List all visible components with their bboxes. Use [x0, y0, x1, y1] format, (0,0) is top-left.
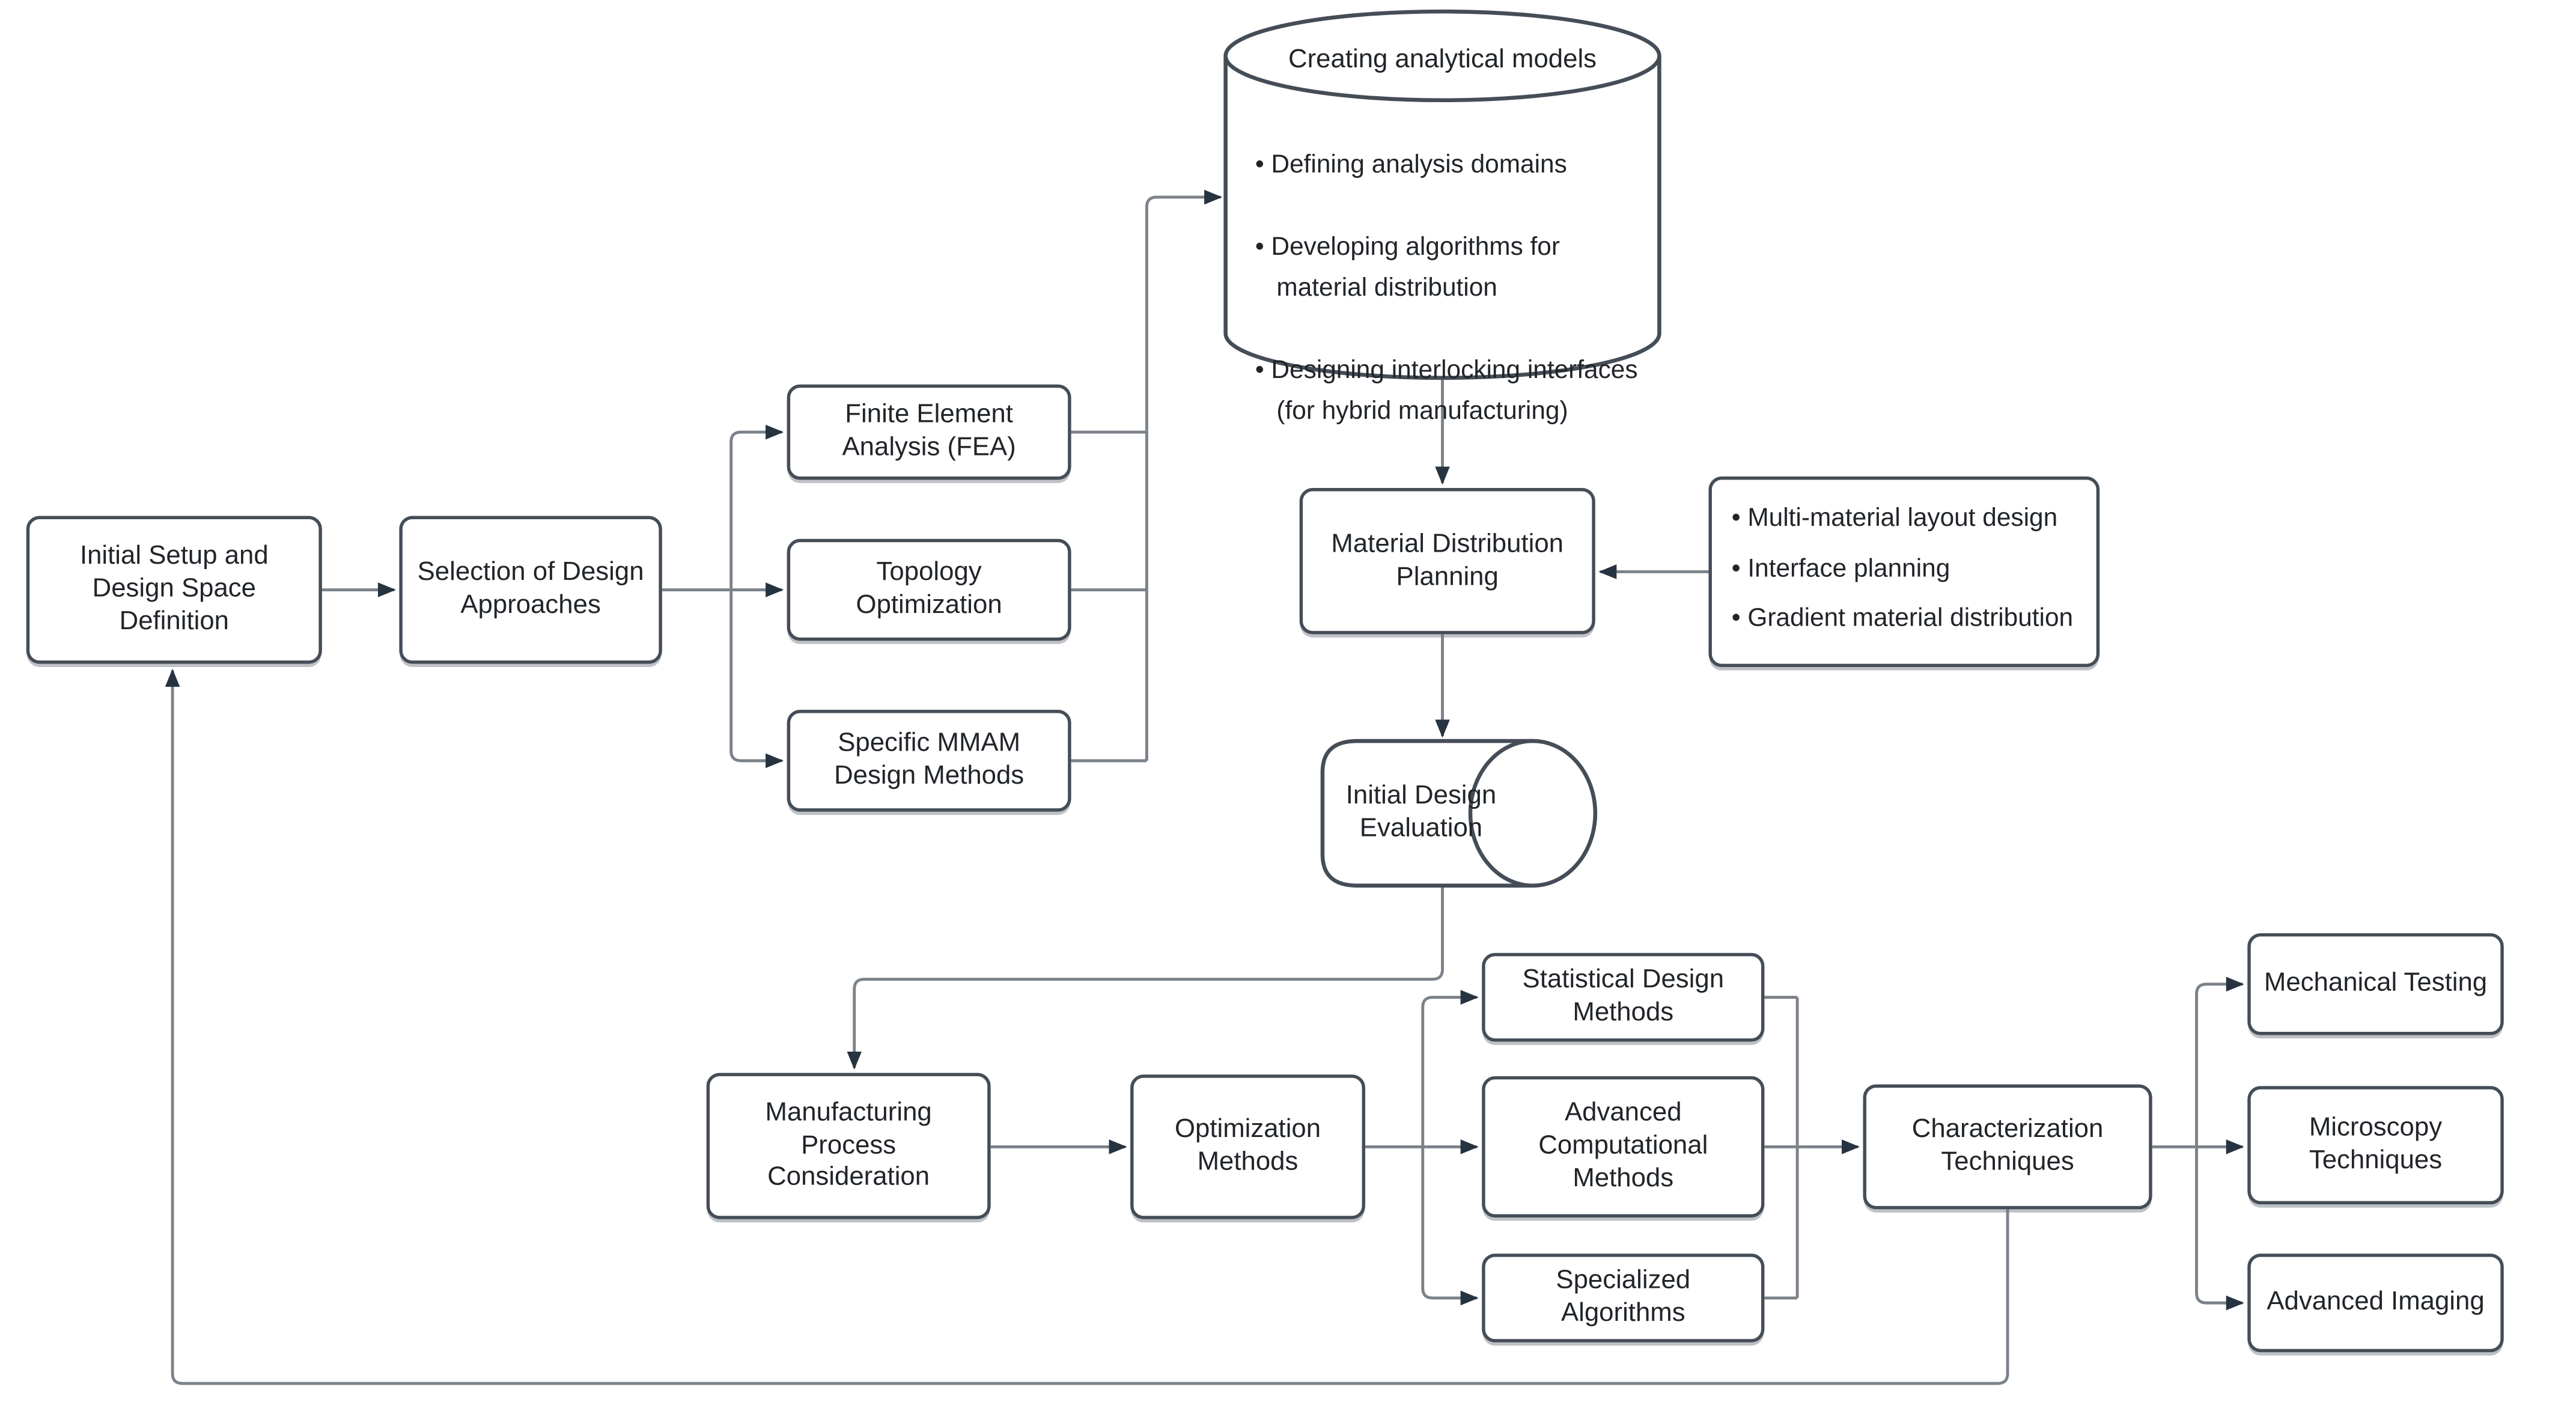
- edge-optimization-to-statistical: [1421, 990, 1479, 1147]
- node-label: Statistical Design Methods: [1522, 966, 1725, 1027]
- node-label: Microscopy Techniques: [2309, 1114, 2443, 1175]
- bullet-item: • Gradient material distribution: [1731, 605, 2074, 633]
- node-mechanical-testing: Mechanical Testing: [2247, 933, 2504, 1035]
- cylinder-bullet-list: • Defining analysis domains • Developing…: [1255, 103, 1640, 473]
- node-label: Mechanical Testing: [2264, 969, 2488, 998]
- node-label: Specialized Algorithms: [1556, 1267, 1691, 1328]
- edge-selection-to-fea: [729, 424, 784, 590]
- cylinder-initial-design-evaluation: [1320, 739, 1598, 888]
- bullet-item: • Defining analysis domains: [1255, 151, 1567, 180]
- node-mdp-notes: • Multi-material layout design • Interfa…: [1708, 476, 2100, 668]
- node-label: Specific MMAM Design Methods: [834, 730, 1025, 791]
- bullet-item: • Interface planning: [1731, 554, 1950, 583]
- node-initial-design-evaluation-label: Initial Design Evaluation: [1323, 741, 1520, 886]
- edge-feedback-loop: [165, 668, 2009, 1385]
- node-label: Optimization Methods: [1174, 1115, 1321, 1177]
- node-label: Initial Design Evaluation: [1345, 782, 1497, 843]
- bullet-item: • Multi-material layout design: [1731, 504, 2058, 532]
- edge-characterization-to-mechanical: [2195, 977, 2244, 1147]
- bullet-item: • Designing interlocking interfaces (for…: [1255, 356, 1638, 426]
- node-advanced-imaging: Advanced Imaging: [2247, 1254, 2504, 1353]
- edge-merge-to-cylinder: [1145, 189, 1223, 761]
- node-label: Advanced Imaging: [2267, 1288, 2485, 1317]
- node-optimization-methods: Optimization Methods: [1130, 1074, 1366, 1219]
- node-label: Topology Optimization: [856, 559, 1002, 620]
- cylinder-title: Creating analytical models: [1288, 46, 1597, 75]
- node-label: Characterization Techniques: [1911, 1115, 2104, 1177]
- node-label: Finite Element Analysis (FEA): [842, 401, 1016, 462]
- edge-characterization-to-advimaging: [2195, 1147, 2244, 1311]
- cylinder-analytical-models: [1223, 9, 1661, 380]
- node-microscopy-techniques: Microscopy Techniques: [2247, 1086, 2504, 1205]
- node-material-distribution-planning: Material Distribution Planning: [1299, 488, 1595, 635]
- node-label: Manufacturing Process Consideration: [765, 1099, 932, 1192]
- bullet-item: • Developing algorithms for material dis…: [1255, 233, 1561, 303]
- edge-ide-to-manufacturing: [847, 885, 1445, 1070]
- node-advanced-computational-methods: Advanced Computational Methods: [1482, 1076, 1765, 1218]
- node-specific-mmam-design-methods: Specific MMAM Design Methods: [787, 710, 1071, 812]
- node-label: Advanced Computational Methods: [1538, 1099, 1708, 1193]
- node-manufacturing-process-consideration: Manufacturing Process Consideration: [706, 1073, 991, 1219]
- node-selection-of-design-approaches: Selection of Design Approaches: [399, 516, 662, 664]
- node-statistical-design-methods: Statistical Design Methods: [1482, 952, 1765, 1042]
- node-finite-element-analysis: Finite Element Analysis (FEA): [787, 384, 1071, 480]
- node-specialized-algorithms: Specialized Algorithms: [1482, 1254, 1765, 1342]
- node-label: Initial Setup and Design Space Definitio…: [79, 542, 269, 636]
- node-label: Selection of Design Approaches: [417, 559, 644, 620]
- node-label: Material Distribution Planning: [1331, 530, 1564, 591]
- edge-optimization-to-specialized: [1421, 1147, 1479, 1306]
- edge-selection-to-mmam: [729, 590, 784, 769]
- node-characterization-techniques: Characterization Techniques: [1863, 1084, 2152, 1210]
- node-topology-optimization: Topology Optimization: [787, 538, 1071, 641]
- node-initial-setup: Initial Setup and Design Space Definitio…: [26, 516, 322, 664]
